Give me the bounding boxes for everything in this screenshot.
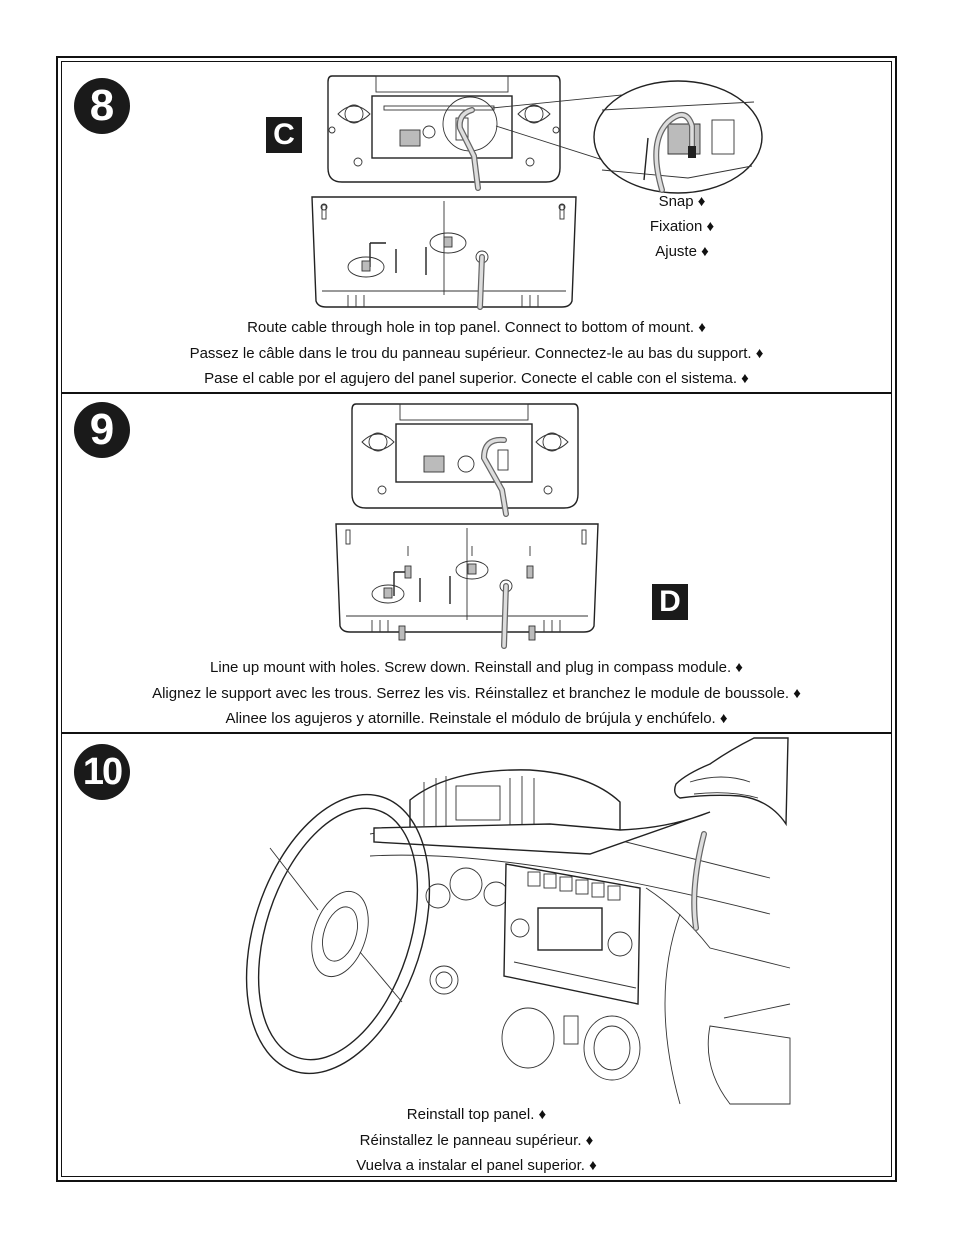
caption-line-es: Pase el cable por el agujero del panel s… xyxy=(204,370,749,387)
snap-detail-callout xyxy=(593,80,763,194)
step-10-caption: Reinstall top panel. ♦ Réinstallez le pa… xyxy=(62,1102,891,1179)
caption-line-es: Vuelva a instalar el panel superior. ♦ xyxy=(356,1157,597,1174)
snap-callout-labels: Snap ♦ Fixation ♦ Ajuste ♦ xyxy=(632,189,732,264)
step-8-caption: Route cable through hole in top panel. C… xyxy=(62,315,891,392)
instruction-frame: 8 C xyxy=(56,56,897,1182)
caption-line-fr: Réinstallez le panneau supérieur. ♦ xyxy=(359,1131,594,1149)
step-number-badge: 8 xyxy=(74,78,130,134)
step-8: 8 C xyxy=(62,62,891,392)
caption-line-es: Alinee los agujeros y atornille. Reinsta… xyxy=(225,710,728,727)
callout-label: Snap ♦ xyxy=(658,193,706,210)
caption-line-en: Line up mount with holes. Screw down. Re… xyxy=(210,659,743,676)
step-9-caption: Line up mount with holes. Screw down. Re… xyxy=(62,655,891,732)
overhead-module-illustration xyxy=(327,75,667,191)
dashboard-illustration xyxy=(245,737,791,1105)
top-panel-illustration xyxy=(311,196,577,310)
top-panel-illustration xyxy=(335,523,599,649)
label-d-badge: D xyxy=(652,584,688,620)
instruction-frame-inner: 8 C xyxy=(61,61,892,1177)
callout-label: Ajuste ♦ xyxy=(655,243,709,260)
step-9: 9 D xyxy=(62,392,891,734)
overhead-module-illustration xyxy=(351,403,579,517)
step-number-badge: 9 xyxy=(74,402,130,458)
caption-line-en: Route cable through hole in top panel. C… xyxy=(247,319,706,336)
caption-line-en: Reinstall top panel. ♦ xyxy=(406,1106,547,1123)
step-10: 10 xyxy=(62,732,891,1182)
callout-label: Fixation ♦ xyxy=(649,218,715,235)
caption-line-fr: Passez le câble dans le trou du panneau … xyxy=(189,344,764,362)
caption-line-fr: Alignez le support avec les trous. Serre… xyxy=(152,684,801,702)
label-c-badge: C xyxy=(266,117,302,153)
step-number-badge: 10 xyxy=(74,744,130,800)
